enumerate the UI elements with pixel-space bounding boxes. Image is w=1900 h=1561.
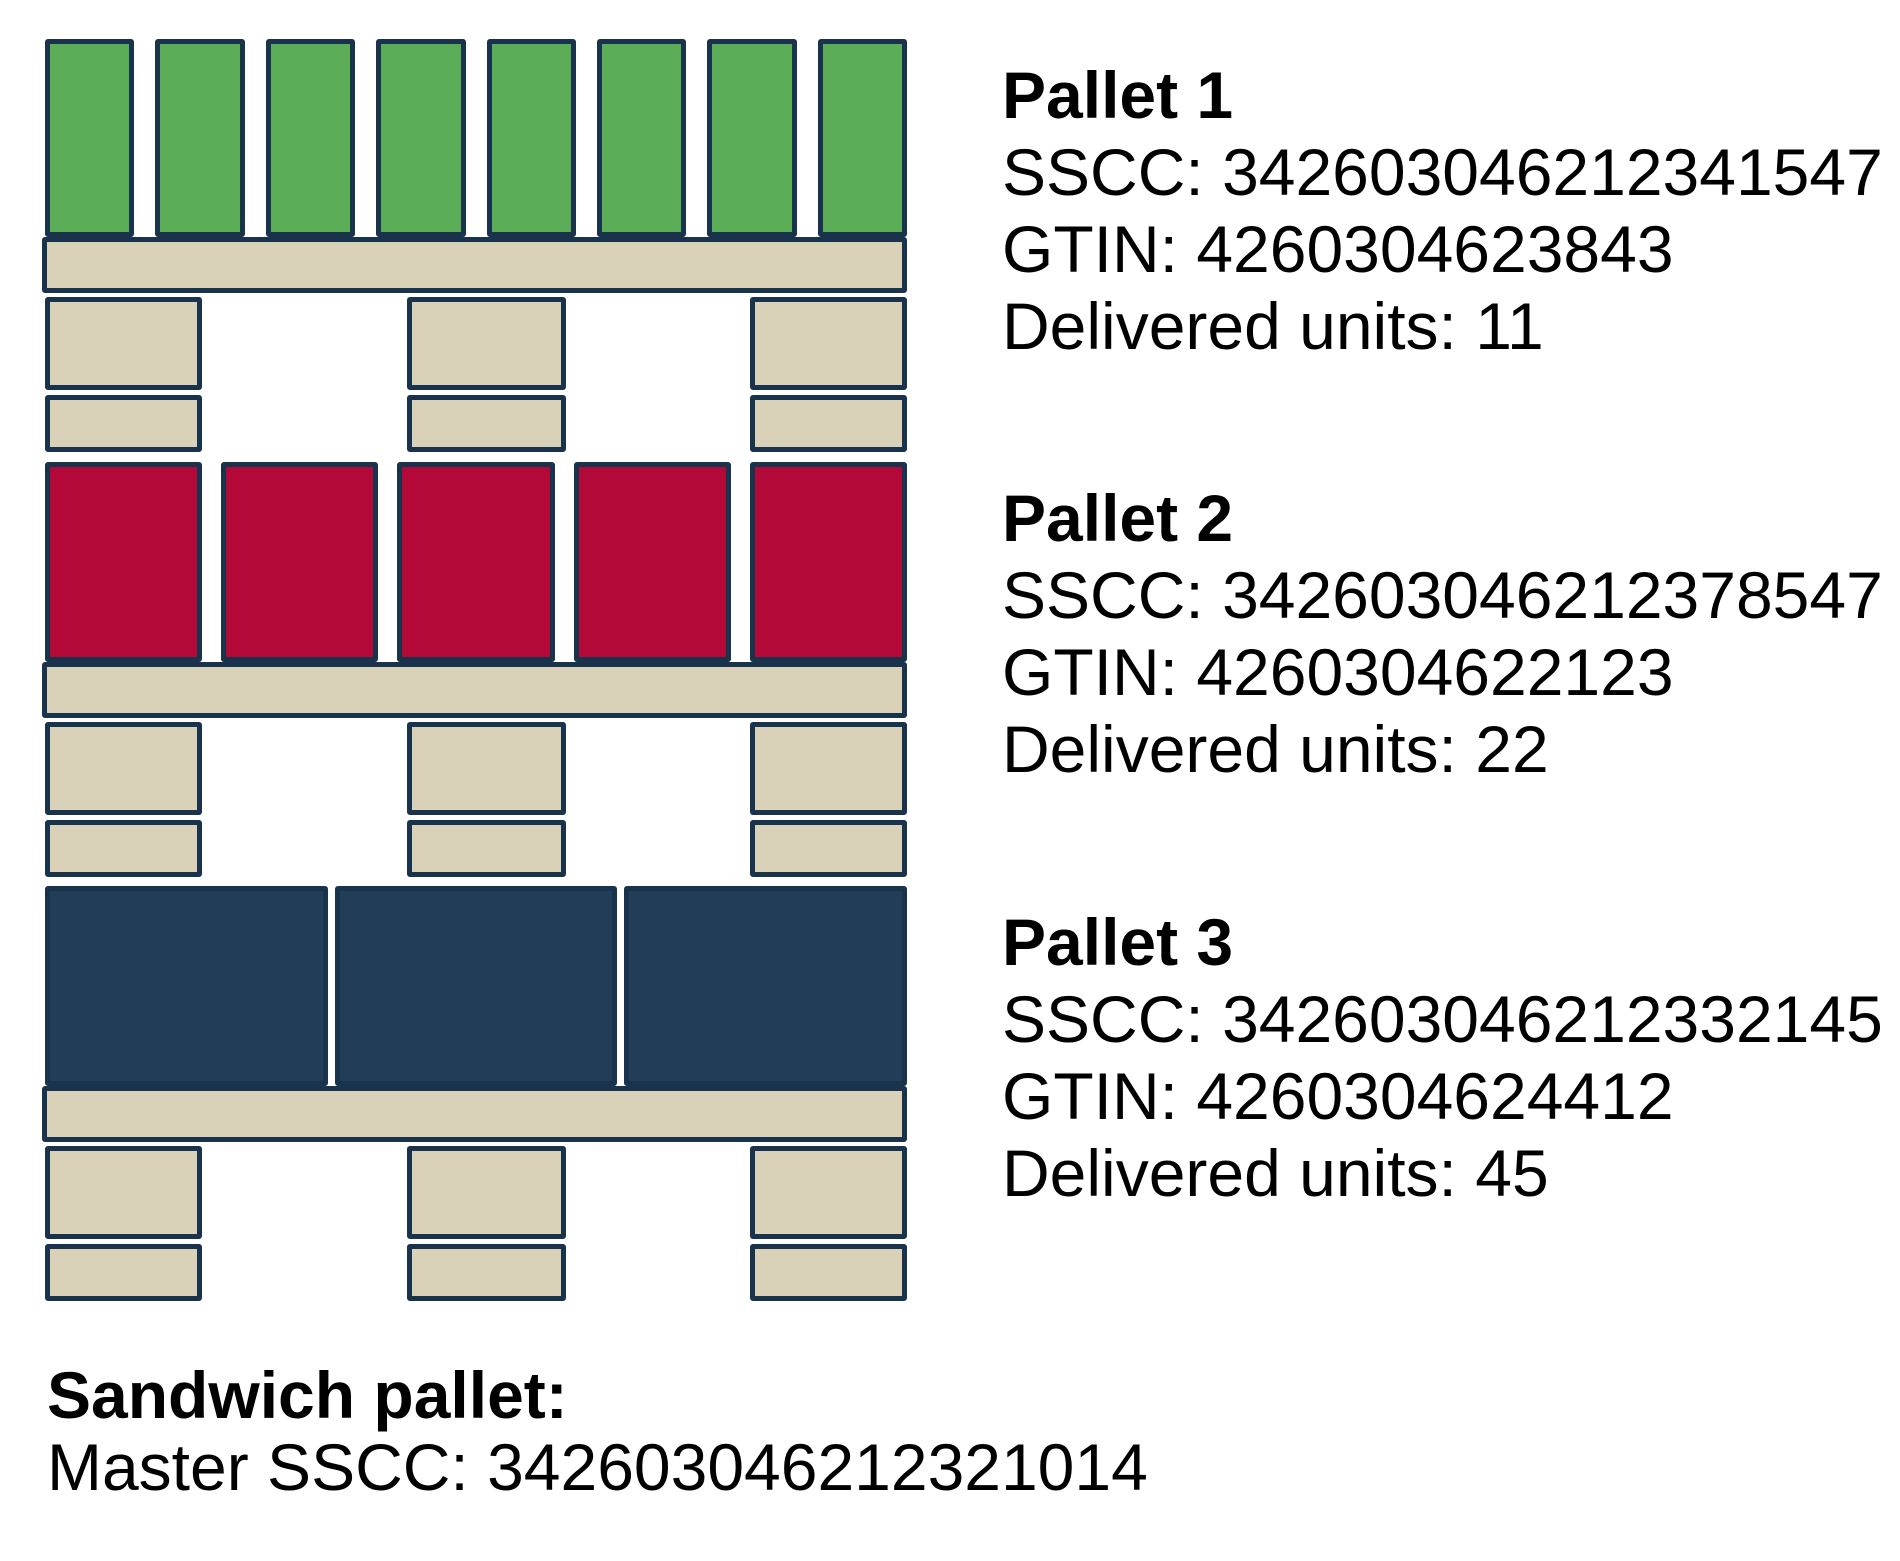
- pallet-3-leg-1-top-block: [45, 1146, 202, 1239]
- pallet-1-leg-2-top-block: [407, 297, 566, 390]
- pallet-2-leg-1-bottom-block: [45, 820, 202, 877]
- pallet-3-gtin-value: 4260304624412: [1196, 1059, 1674, 1133]
- pallet-1-carton-3: [265, 39, 356, 237]
- sscc-label: SSCC:: [1002, 135, 1204, 209]
- pallet-1-leg-3-top-block: [750, 297, 907, 390]
- pallet-1-deck-board: [42, 237, 907, 293]
- pallet-1-leg-3-bottom-block: [750, 395, 907, 452]
- pallet-1-leg-2-bottom-block: [407, 395, 566, 452]
- master-sscc-value: 342603046212321014: [487, 1430, 1148, 1504]
- pallet-2-carton-1: [45, 462, 203, 662]
- pallet-3-units-line: Delivered units: 45: [1002, 1135, 1900, 1212]
- pallet-1-units-value: 11: [1475, 289, 1544, 363]
- pallet-1-carton-1: [45, 39, 135, 237]
- sscc-label: SSCC:: [1002, 558, 1204, 632]
- delivered-units-label: Delivered units:: [1002, 289, 1457, 363]
- pallet-1-title: Pallet 1: [1002, 58, 1234, 132]
- pallet-2-sscc-line: SSCC: 342603046212378547: [1002, 557, 1900, 634]
- delivered-units-label: Delivered units:: [1002, 1136, 1457, 1210]
- pallet-2-title: Pallet 2: [1002, 481, 1234, 555]
- pallet-2-units-line: Delivered units: 22: [1002, 711, 1900, 788]
- pallet-1-gtin-line: GTIN: 4260304623843: [1002, 211, 1900, 288]
- pallet-1-sscc-line: SSCC: 342603046212341547: [1002, 134, 1900, 211]
- pallet-2-carton-2: [221, 462, 379, 662]
- pallet-1-units-line: Delivered units: 11: [1002, 288, 1900, 365]
- pallet-2-carton-3: [397, 462, 555, 662]
- sandwich-pallet-heading: Sandwich pallet:: [47, 1358, 568, 1432]
- pallet-2-units-value: 22: [1475, 712, 1549, 786]
- gtin-label: GTIN:: [1002, 635, 1178, 709]
- pallet-2-carton-4: [573, 462, 731, 662]
- gtin-label: GTIN:: [1002, 1059, 1178, 1133]
- pallet-2-gtin-value: 4260304622123: [1196, 635, 1674, 709]
- pallet-3-leg-3-top-block: [750, 1146, 907, 1239]
- pallet-3-leg-3-bottom-block: [750, 1244, 907, 1301]
- pallet-3-carton-3: [624, 886, 907, 1086]
- pallet-2-info: Pallet 2 SSCC: 342603046212378547 GTIN: …: [1002, 480, 1900, 788]
- pallet-3-deck-board: [42, 1086, 907, 1142]
- pallet-3-leg-1-bottom-block: [45, 1244, 202, 1301]
- pallet-2-leg-2-bottom-block: [407, 820, 566, 877]
- pallet-3-units-value: 45: [1475, 1136, 1549, 1210]
- pallet-1-leg-1-bottom-block: [45, 395, 202, 452]
- pallet-3-carton-1: [45, 886, 328, 1086]
- master-sscc-line: Master SSCC: 342603046212321014: [47, 1431, 1447, 1503]
- pallet-3-title: Pallet 3: [1002, 905, 1234, 979]
- pallet-2-leg-3-bottom-block: [750, 820, 907, 877]
- sscc-label: SSCC:: [1002, 982, 1204, 1056]
- pallet-3-leg-2-bottom-block: [407, 1244, 566, 1301]
- pallet-1-gtin-value: 4260304623843: [1196, 212, 1674, 286]
- pallet-1-carton-8: [817, 39, 907, 237]
- pallet-3-sscc-value: 342603046212332145: [1222, 982, 1883, 1056]
- sandwich-pallet-summary: Sandwich pallet: Master SSCC: 3426030462…: [47, 1359, 1447, 1503]
- pallet-2-sscc-value: 342603046212378547: [1222, 558, 1883, 632]
- master-sscc-label: Master SSCC:: [47, 1430, 469, 1504]
- pallet-2-carton-5: [749, 462, 907, 662]
- pallet-1-carton-4: [376, 39, 466, 237]
- pallet-1-carton-7: [707, 39, 797, 237]
- pallet-1-sscc-value: 342603046212341547: [1222, 135, 1883, 209]
- pallet-1-leg-1-top-block: [45, 297, 202, 390]
- pallet-1-carton-6: [596, 39, 687, 237]
- pallet-3-gtin-line: GTIN: 4260304624412: [1002, 1058, 1900, 1135]
- pallet-3-leg-2-top-block: [407, 1146, 566, 1239]
- pallet-2-leg-1-top-block: [45, 722, 202, 815]
- pallet-2-leg-3-top-block: [750, 722, 907, 815]
- pallet-2-leg-2-top-block: [407, 722, 566, 815]
- gtin-label: GTIN:: [1002, 212, 1178, 286]
- pallet-1-carton-2: [155, 39, 245, 237]
- pallet-1-carton-5: [486, 39, 576, 237]
- pallet-2-gtin-line: GTIN: 4260304622123: [1002, 634, 1900, 711]
- delivered-units-label: Delivered units:: [1002, 712, 1457, 786]
- pallet-2-deck-board: [42, 662, 907, 718]
- pallet-3-carton-2: [334, 886, 618, 1086]
- pallet-3-info: Pallet 3 SSCC: 342603046212332145 GTIN: …: [1002, 904, 1900, 1212]
- pallet-1-info: Pallet 1 SSCC: 342603046212341547 GTIN: …: [1002, 57, 1900, 365]
- pallet-3-sscc-line: SSCC: 342603046212332145: [1002, 981, 1900, 1058]
